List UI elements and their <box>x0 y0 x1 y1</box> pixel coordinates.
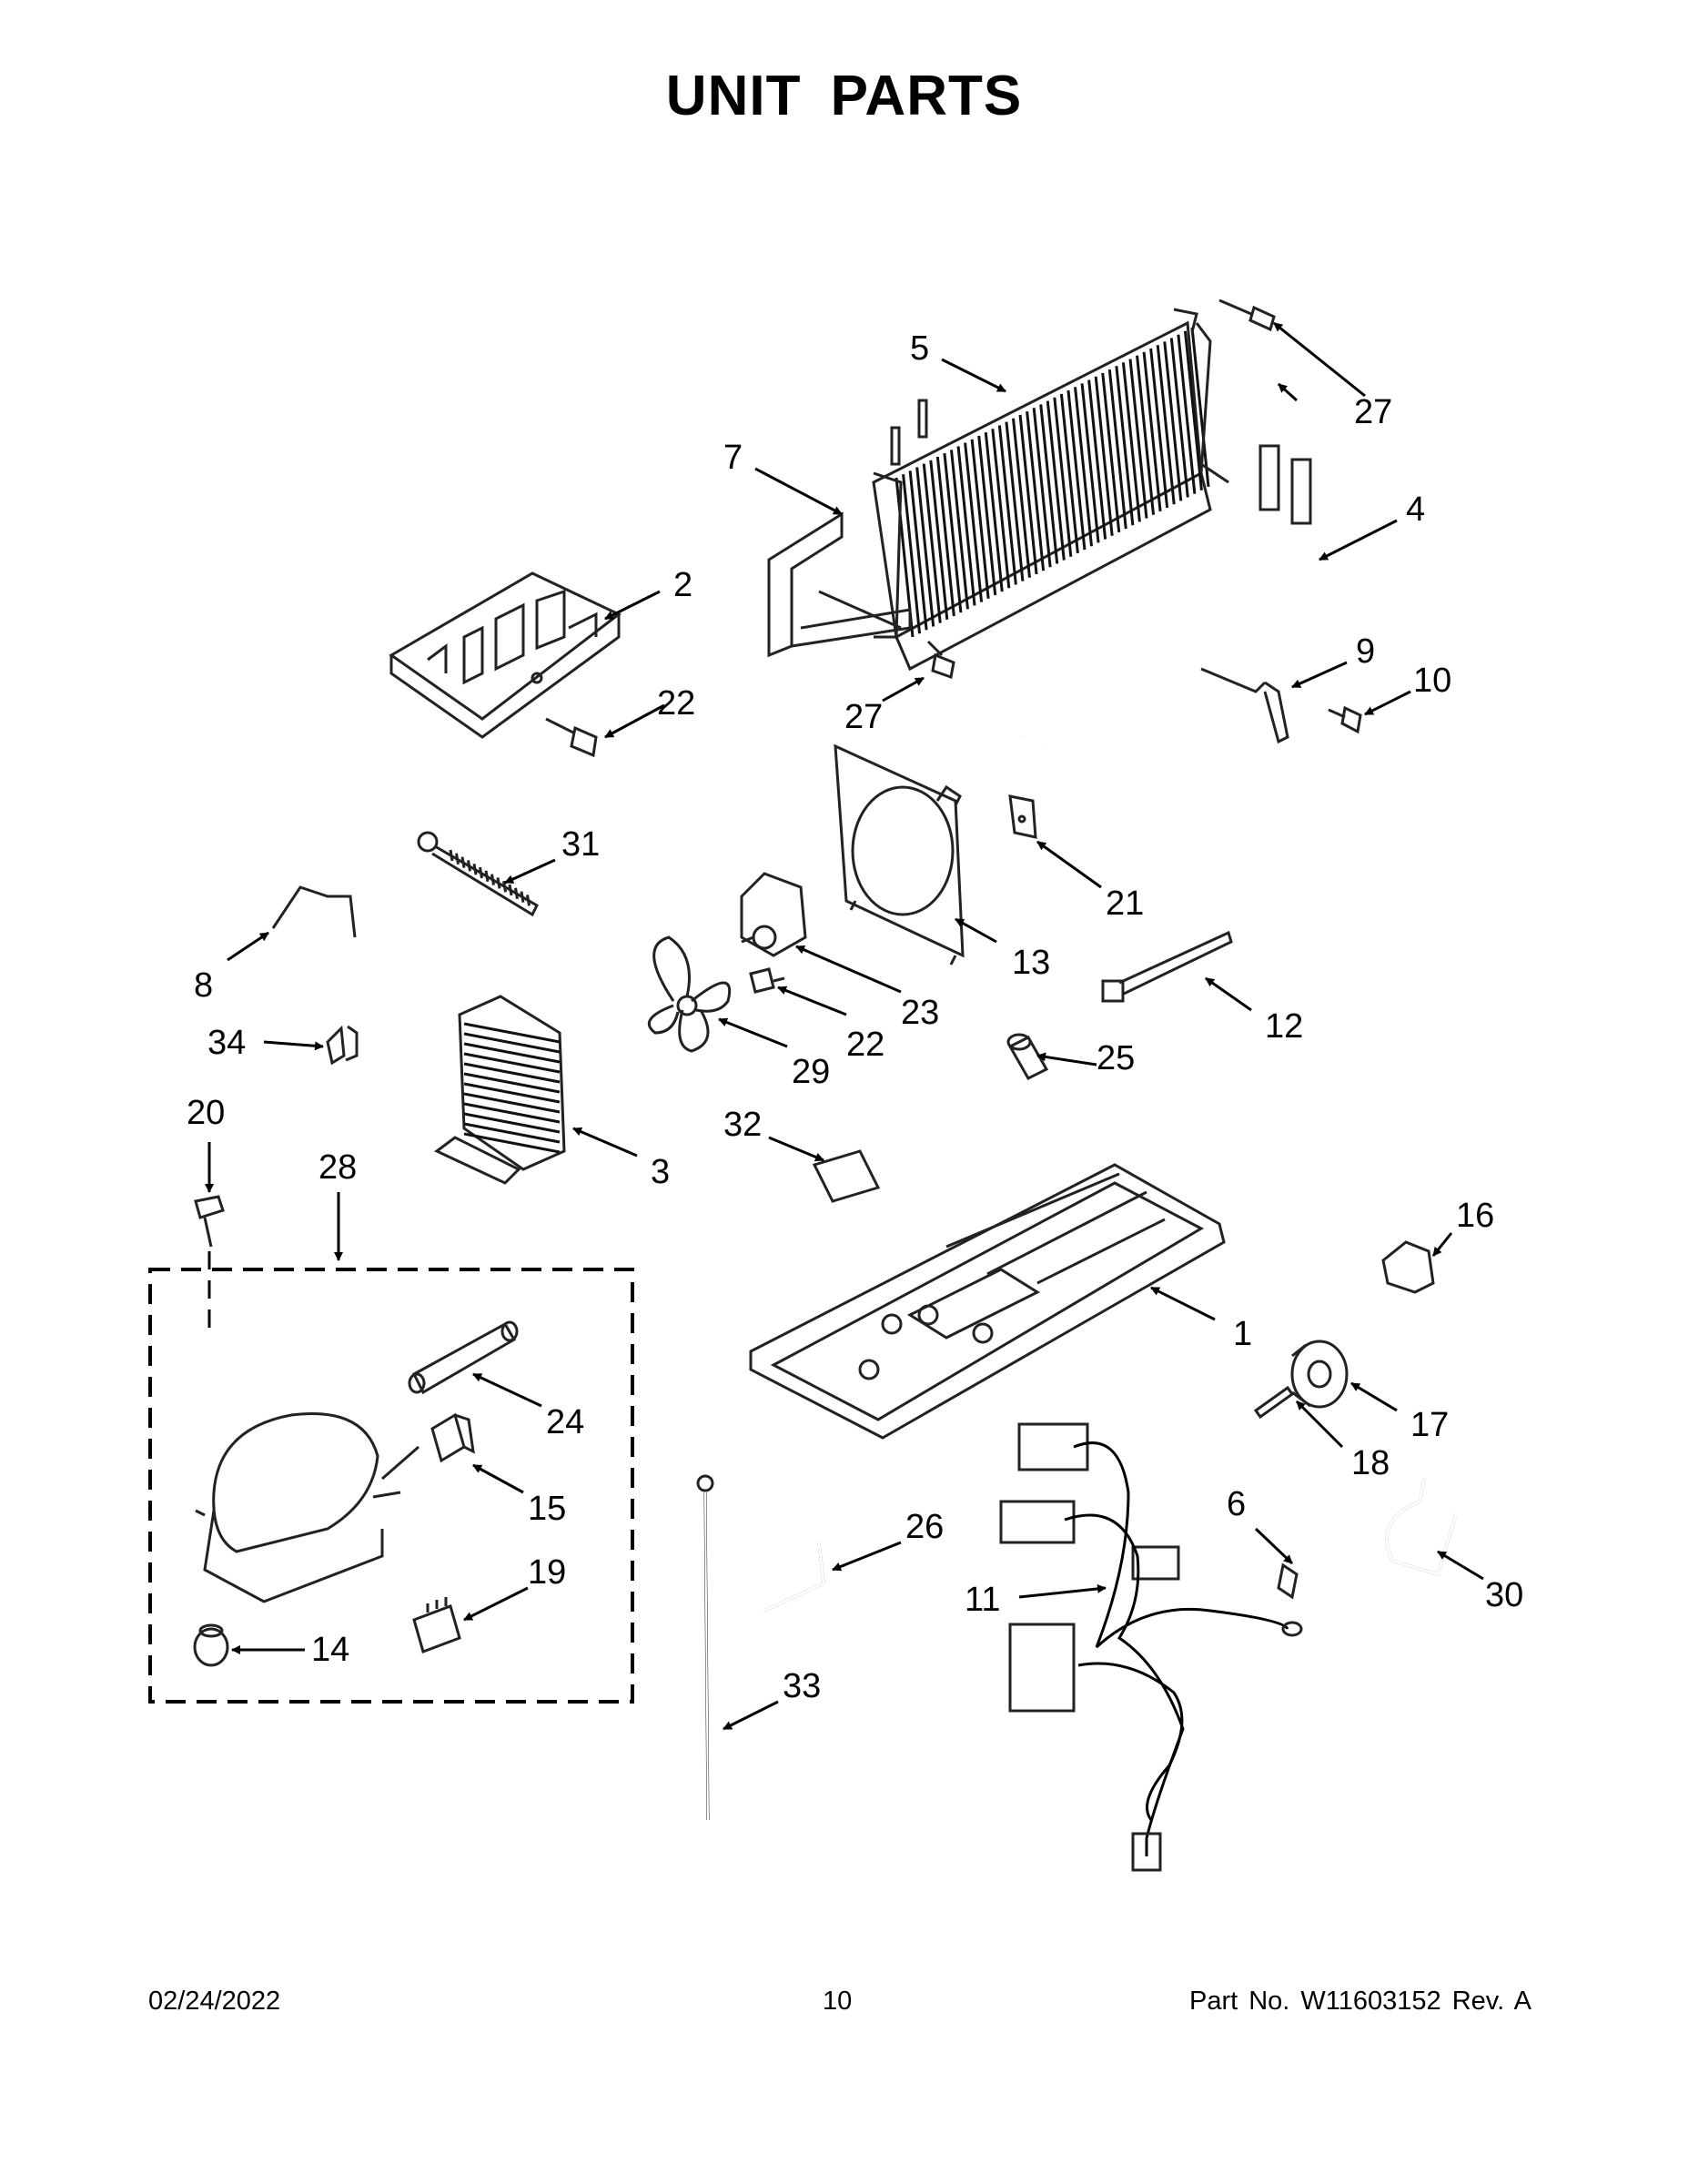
stud-20 <box>194 1195 225 1338</box>
spacer-25 <box>1006 1033 1049 1080</box>
pad-32 <box>812 1149 881 1203</box>
callout-16: 16 <box>1456 1197 1494 1235</box>
tube-30 <box>1385 1478 1465 1576</box>
relay-15 <box>430 1412 475 1463</box>
drain-loop-tube <box>995 444 1312 753</box>
compressor <box>195 1411 419 1603</box>
callout-21: 21 <box>1106 885 1144 923</box>
control-board <box>389 571 622 739</box>
callout-34: 34 <box>207 1024 246 1062</box>
callout-2: 2 <box>673 566 692 604</box>
callout-6: 6 <box>1227 1485 1246 1523</box>
callout-8: 8 <box>194 966 213 1005</box>
callout-23: 23 <box>901 994 939 1032</box>
footer-date: 02/24/2022 <box>148 1987 281 2016</box>
callout-13: 13 <box>1012 944 1050 982</box>
base-tray <box>749 1163 1226 1440</box>
dryer-24 <box>408 1320 519 1395</box>
footer-part-number: Part No. W11603152 Rev. A <box>1188 1987 1531 2016</box>
callout-17: 17 <box>1410 1406 1449 1444</box>
callout-5: 5 <box>910 329 929 368</box>
callout-15: 15 <box>528 1490 566 1528</box>
callout-19: 19 <box>528 1553 566 1592</box>
clip-34 <box>326 1025 359 1066</box>
callout-28: 28 <box>318 1148 357 1187</box>
callout-12: 12 <box>1265 1007 1303 1046</box>
threaded-rod <box>417 831 539 917</box>
callout-27-lower: 27 <box>844 698 883 736</box>
callout-29: 29 <box>792 1053 830 1091</box>
leader-lines <box>205 321 1484 1731</box>
ground-screw <box>1277 1562 1303 1637</box>
compressor-kit-box <box>148 1268 634 1704</box>
callout-labels: 5 27 7 4 2 22 27 9 10 31 21 8 13 12 23 2… <box>187 329 1523 1705</box>
pin-18 <box>1253 1385 1295 1420</box>
fan-motor <box>740 872 807 957</box>
callout-26: 26 <box>905 1508 944 1546</box>
clamp-16 <box>1381 1240 1435 1294</box>
callout-3: 3 <box>651 1153 670 1191</box>
wire-heater <box>1200 667 1289 744</box>
callout-30: 30 <box>1485 1576 1523 1614</box>
callout-11: 11 <box>965 1581 1000 1619</box>
long-rod-33 <box>696 1474 714 1821</box>
bent-tube-26 <box>763 1542 825 1613</box>
callout-18: 18 <box>1351 1444 1390 1482</box>
callout-7: 7 <box>723 439 743 477</box>
callout-25: 25 <box>1097 1039 1135 1077</box>
callout-10: 10 <box>1413 662 1451 700</box>
callout-4: 4 <box>1406 490 1425 529</box>
callout-22-lower: 22 <box>846 1026 884 1064</box>
wire-harness <box>999 1422 1289 1872</box>
callout-31: 31 <box>561 825 600 864</box>
callout-24: 24 <box>546 1403 584 1441</box>
condenser-coil <box>872 308 1229 672</box>
cable-tie <box>1101 930 1233 1003</box>
fan-shroud <box>834 743 965 966</box>
capacitor-19 <box>412 1597 461 1653</box>
fan-blade <box>647 935 732 1053</box>
small-condenser <box>434 995 566 1185</box>
bracket-21 <box>1008 794 1037 839</box>
callout-1: 1 <box>1233 1315 1252 1353</box>
grommet-17 <box>1290 1340 1349 1409</box>
footer-page-number: 10 <box>823 1987 853 2016</box>
wire-clip <box>271 885 357 938</box>
screw-27-lower <box>926 640 955 679</box>
callout-27-upper: 27 <box>1354 393 1392 431</box>
callout-20: 20 <box>187 1094 225 1132</box>
screw-22-upper <box>545 717 598 758</box>
grommet-14 <box>193 1623 229 1667</box>
page-title: UNIT PARTS <box>665 65 1023 127</box>
screw-27-upper <box>1218 298 1276 332</box>
callout-22-upper: 22 <box>657 684 695 723</box>
callout-32: 32 <box>723 1106 762 1144</box>
screw-22-lower <box>749 967 785 994</box>
screw-10 <box>1328 705 1362 734</box>
callout-14: 14 <box>311 1631 349 1669</box>
callout-9: 9 <box>1356 632 1375 671</box>
callout-33: 33 <box>783 1667 821 1705</box>
